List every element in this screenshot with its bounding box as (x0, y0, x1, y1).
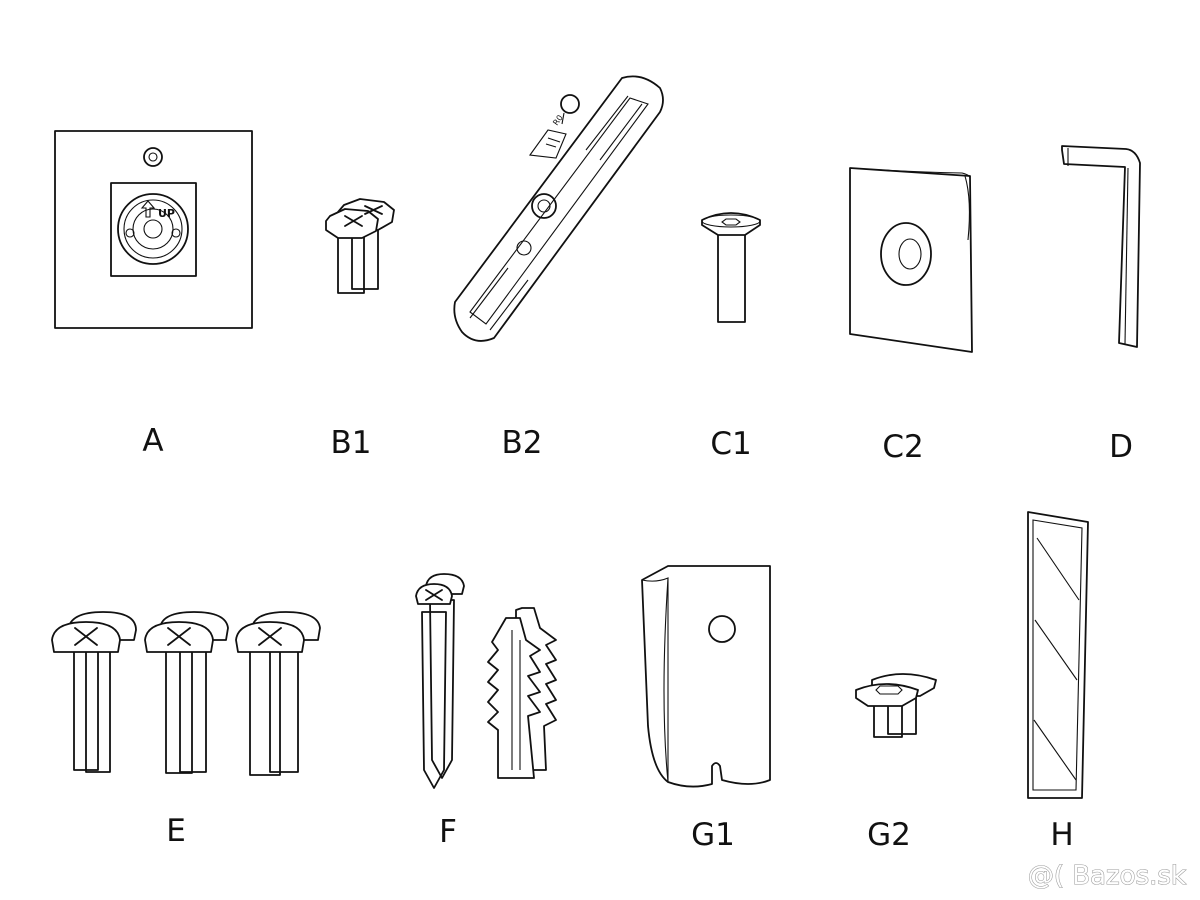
label-b2: B2 (502, 425, 543, 461)
part-c1-countersunk-screw (701, 212, 761, 323)
label-f: F (439, 814, 457, 850)
part-e-pan-screws (51, 611, 321, 776)
part-d-hex-key (1061, 145, 1141, 348)
plate-up-marking: UP (158, 207, 175, 220)
part-b1-hex-bolts (325, 198, 395, 294)
svg-text:R0: R0 (551, 113, 564, 127)
label-e: E (166, 813, 186, 849)
part-h-strip (1027, 511, 1089, 799)
part-f-wood-screws-anchors (415, 573, 557, 789)
watermark: @( Bazos.sk (1028, 861, 1186, 891)
label-c1: C1 (710, 426, 751, 462)
label-c2: C2 (882, 429, 923, 465)
part-a-wall-plate: UP (54, 130, 253, 329)
label-a: A (142, 423, 163, 459)
label-g1: G1 (691, 817, 735, 853)
part-g2-small-screws (855, 673, 937, 738)
label-g2: G2 (867, 817, 911, 853)
part-b2-bracket: R0 (453, 75, 664, 342)
label-h: H (1050, 817, 1073, 853)
label-b1: B1 (331, 425, 372, 461)
part-g1-clip (641, 565, 771, 788)
label-d: D (1109, 429, 1133, 465)
up-arrow-icon (140, 200, 156, 218)
part-c2-spacer (849, 167, 973, 353)
